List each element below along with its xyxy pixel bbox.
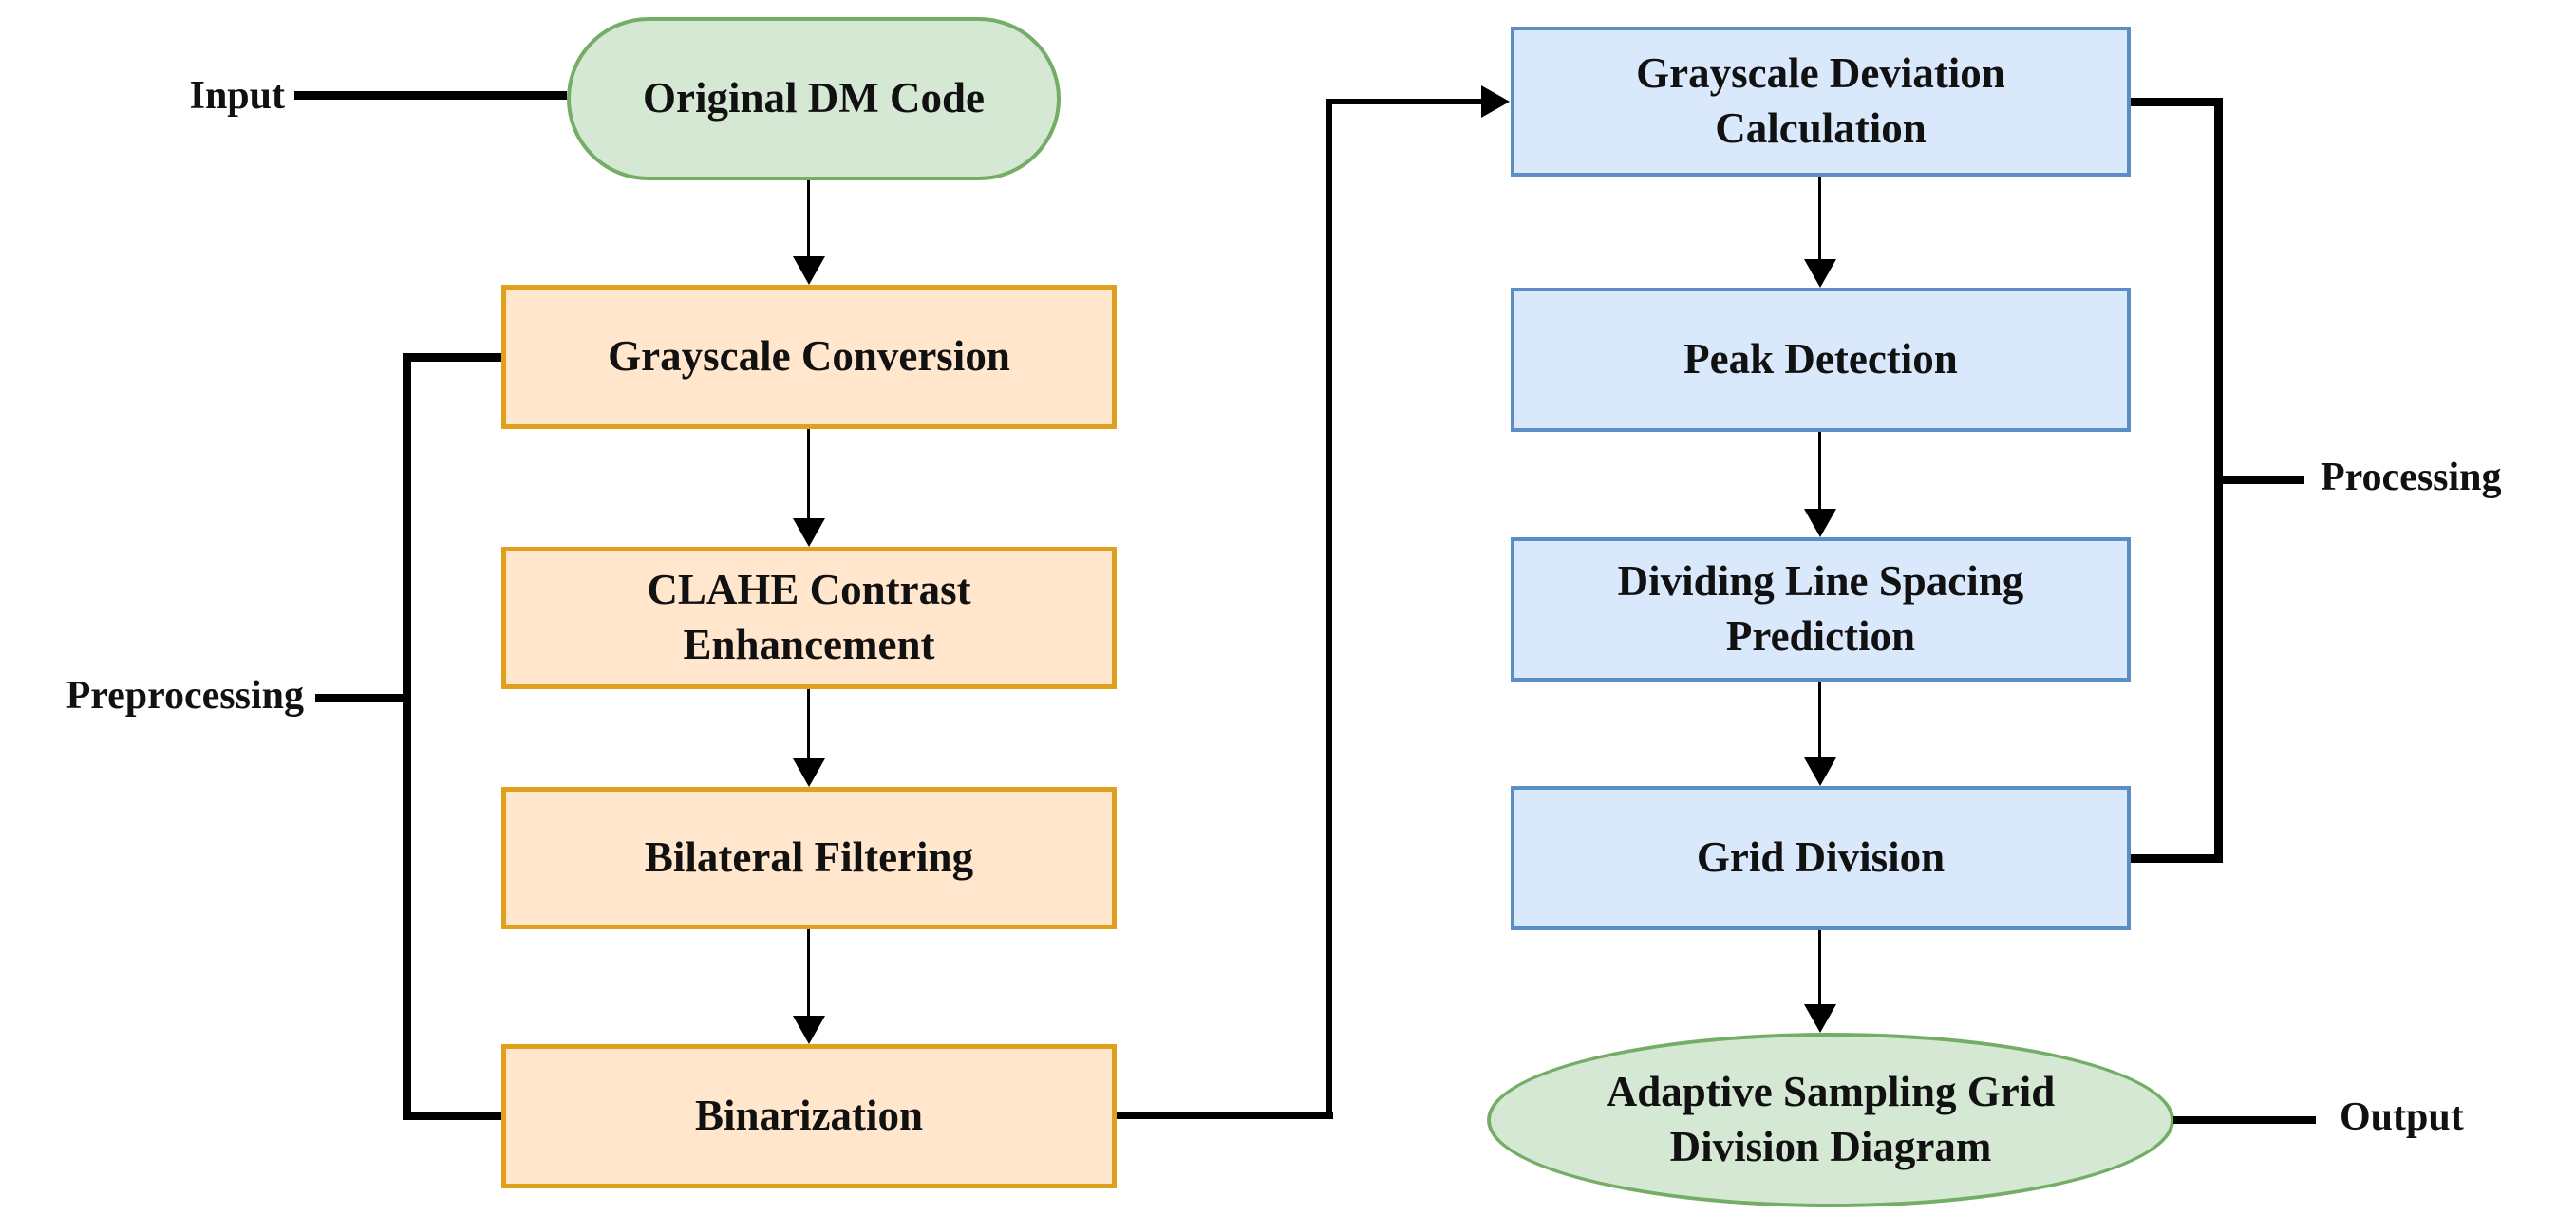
- bracket-label-tick: [2223, 476, 2304, 484]
- node-original-dm-code: Original DM Code: [567, 17, 1061, 180]
- arrow-head: [1481, 85, 1510, 118]
- node-label: Binarization: [694, 1092, 923, 1140]
- processing-label: Processing: [2321, 456, 2502, 499]
- node-label: Grayscale Deviation Calculation: [1636, 49, 2005, 152]
- node-label: Dividing Line Spacing Prediction: [1617, 557, 2024, 660]
- node-label: Grid Division: [1696, 833, 1946, 882]
- arrow-shaft: [1818, 930, 1821, 1006]
- node-label: Original DM Code: [643, 74, 985, 122]
- arrow-head: [793, 518, 825, 547]
- node-clahe-contrast-enhancement: CLAHE Contrast Enhancement: [501, 547, 1117, 689]
- bracket-bottom-tick: [403, 1112, 501, 1120]
- node-label: Adaptive Sampling Grid Division Diagram: [1606, 1068, 2056, 1170]
- node-bilateral-filtering: Bilateral Filtering: [501, 787, 1117, 929]
- output-label: Output: [2340, 1095, 2464, 1139]
- node-binarization: Binarization: [501, 1044, 1117, 1188]
- arrow-shaft: [807, 929, 810, 1018]
- input-label: Input: [189, 74, 285, 118]
- connector-bottom-segment: [1117, 1112, 1333, 1119]
- node-adaptive-sampling-grid-division-diagram: Adaptive Sampling Grid Division Diagram: [1487, 1033, 2174, 1207]
- node-grayscale-deviation-calculation: Grayscale Deviation Calculation: [1511, 27, 2131, 177]
- arrow-head: [793, 758, 825, 787]
- node-label: Peak Detection: [1683, 335, 1958, 383]
- bracket-vertical: [2214, 98, 2223, 863]
- connector-top-segment: [1326, 99, 1486, 104]
- bracket-vertical: [403, 353, 411, 1120]
- arrow-shaft: [1818, 682, 1821, 759]
- input-connector-line: [294, 91, 567, 100]
- node-grid-division: Grid Division: [1511, 786, 2131, 930]
- arrow-head: [1804, 1004, 1836, 1033]
- connector-vertical-segment: [1326, 99, 1332, 1119]
- bracket-top-tick: [403, 353, 501, 362]
- arrow-shaft: [1818, 432, 1821, 511]
- node-label: Grayscale Conversion: [608, 332, 1010, 381]
- arrow-shaft: [807, 689, 810, 760]
- arrow-head: [793, 1016, 825, 1044]
- node-grayscale-conversion: Grayscale Conversion: [501, 285, 1117, 429]
- arrow-shaft: [1818, 177, 1821, 261]
- preprocessing-label: Preprocessing: [66, 674, 304, 718]
- arrow-shaft: [807, 429, 810, 520]
- node-peak-detection: Peak Detection: [1511, 288, 2131, 432]
- node-label: Bilateral Filtering: [644, 833, 974, 882]
- bracket-top-tick: [2131, 98, 2223, 106]
- node-label: CLAHE Contrast Enhancement: [647, 566, 971, 668]
- arrow-head: [1804, 509, 1836, 537]
- node-dividing-line-spacing-prediction: Dividing Line Spacing Prediction: [1511, 537, 2131, 682]
- arrow-shaft: [807, 180, 810, 258]
- arrow-head: [1804, 757, 1836, 786]
- output-connector-line: [2173, 1116, 2316, 1124]
- bracket-bottom-tick: [2131, 854, 2223, 863]
- arrow-head: [793, 256, 825, 285]
- bracket-label-tick: [315, 694, 403, 702]
- arrow-head: [1804, 259, 1836, 288]
